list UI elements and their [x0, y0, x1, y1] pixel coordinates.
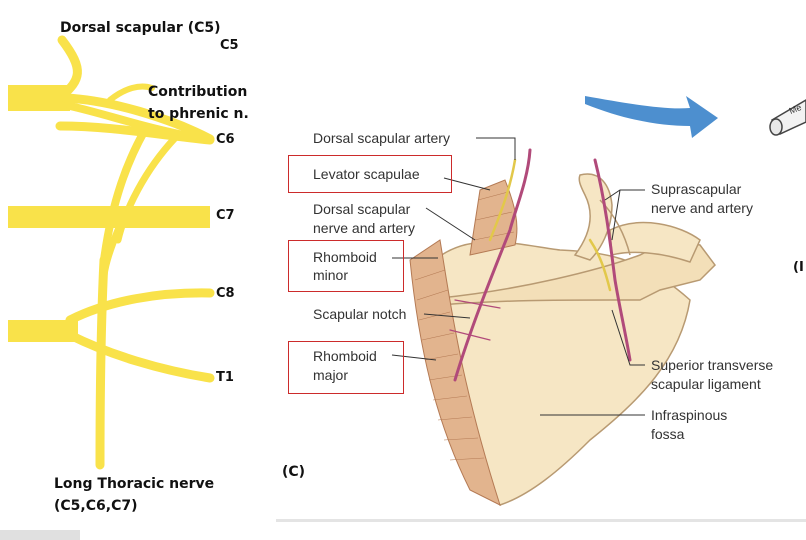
scapular-spine [439, 239, 716, 306]
rhomboid-minor-label: Rhomboid [313, 249, 377, 265]
scapula-illustration [409, 148, 716, 506]
infraspinous-fossa-label: fossa [651, 426, 685, 442]
vessels [449, 148, 632, 382]
c5-to-c6-branch [60, 93, 215, 144]
t1-branch [65, 330, 215, 383]
dorsal-scapular-nerve-vessel [488, 158, 517, 242]
dorsal-scapular-nerve-artery-label: nerve and artery [313, 220, 415, 236]
acromion [609, 221, 701, 263]
leader-lines [391, 137, 645, 416]
suprascapular-nerve-artery-label: nerve and artery [651, 200, 753, 216]
rhomboid-muscles [409, 239, 501, 506]
c6-label: C6 [216, 132, 235, 147]
long-thoracic-roots-label: (C5,C6,C7) [54, 498, 138, 514]
levator-scapulae-muscle [469, 179, 518, 256]
long-thoracic-trunk [95, 255, 109, 470]
gray-block [0, 530, 80, 540]
c8-t1-root [8, 320, 78, 342]
infraspinous-label: Infraspinous [651, 407, 728, 423]
c7-root [8, 206, 210, 228]
phrenic-contribution [107, 83, 155, 103]
dorsal-scapular-artery-vessel [453, 148, 532, 382]
c7-label: C7 [216, 208, 235, 223]
c8-label: C8 [216, 286, 235, 301]
dorsal-scapular-nerve [57, 35, 82, 101]
brachial-plexus-diagram [8, 35, 215, 470]
rhomboid-minor-box [288, 240, 404, 292]
rhomboid-minor-label-2: minor [313, 267, 349, 283]
c8-branch [65, 288, 215, 325]
tube-instrument [769, 99, 806, 136]
edge-panel-letter: (I [793, 260, 804, 275]
scapular-ligament-label: scapular ligament [651, 376, 761, 392]
c7-to-trunk [100, 226, 122, 279]
rhomboid-major-label-2: major [313, 367, 349, 383]
rhomboid-major-box [288, 341, 404, 394]
long-thoracic-c5-c6 [100, 126, 149, 264]
suprascapular-label: Suprascapular [651, 181, 742, 197]
dorsal-scapular-artery-label: Dorsal scapular artery [313, 130, 450, 146]
long-thoracic-label: Long Thoracic nerve [54, 476, 215, 492]
c6-root [55, 121, 215, 145]
suprascapular-nerve-vessel [588, 238, 612, 292]
rhomboid-major-label: Rhomboid [313, 348, 377, 364]
scapular-notch-label: Scapular notch [313, 306, 407, 322]
phrenic-label: to phrenic n. [148, 106, 249, 122]
superior-transverse-label: Superior transverse [651, 357, 774, 373]
dorsal-scapular-label: Dorsal scapular (C5) [60, 20, 221, 36]
suprascapular-artery-vessel [593, 158, 632, 362]
contribution-label: Contribution [148, 84, 248, 100]
dorsal-scapular-nerve-label: Dorsal scapular [313, 201, 411, 217]
panel-letter: (C) [282, 464, 306, 480]
muscle-fibers [414, 191, 515, 461]
levator-scapulae-box [288, 155, 452, 193]
bottom-rule [276, 519, 806, 522]
t1-label: T1 [216, 370, 234, 385]
c5-label: C5 [220, 38, 239, 53]
levator-scapulae-label: Levator scapulae [313, 166, 420, 182]
blue-arrow [585, 96, 718, 138]
